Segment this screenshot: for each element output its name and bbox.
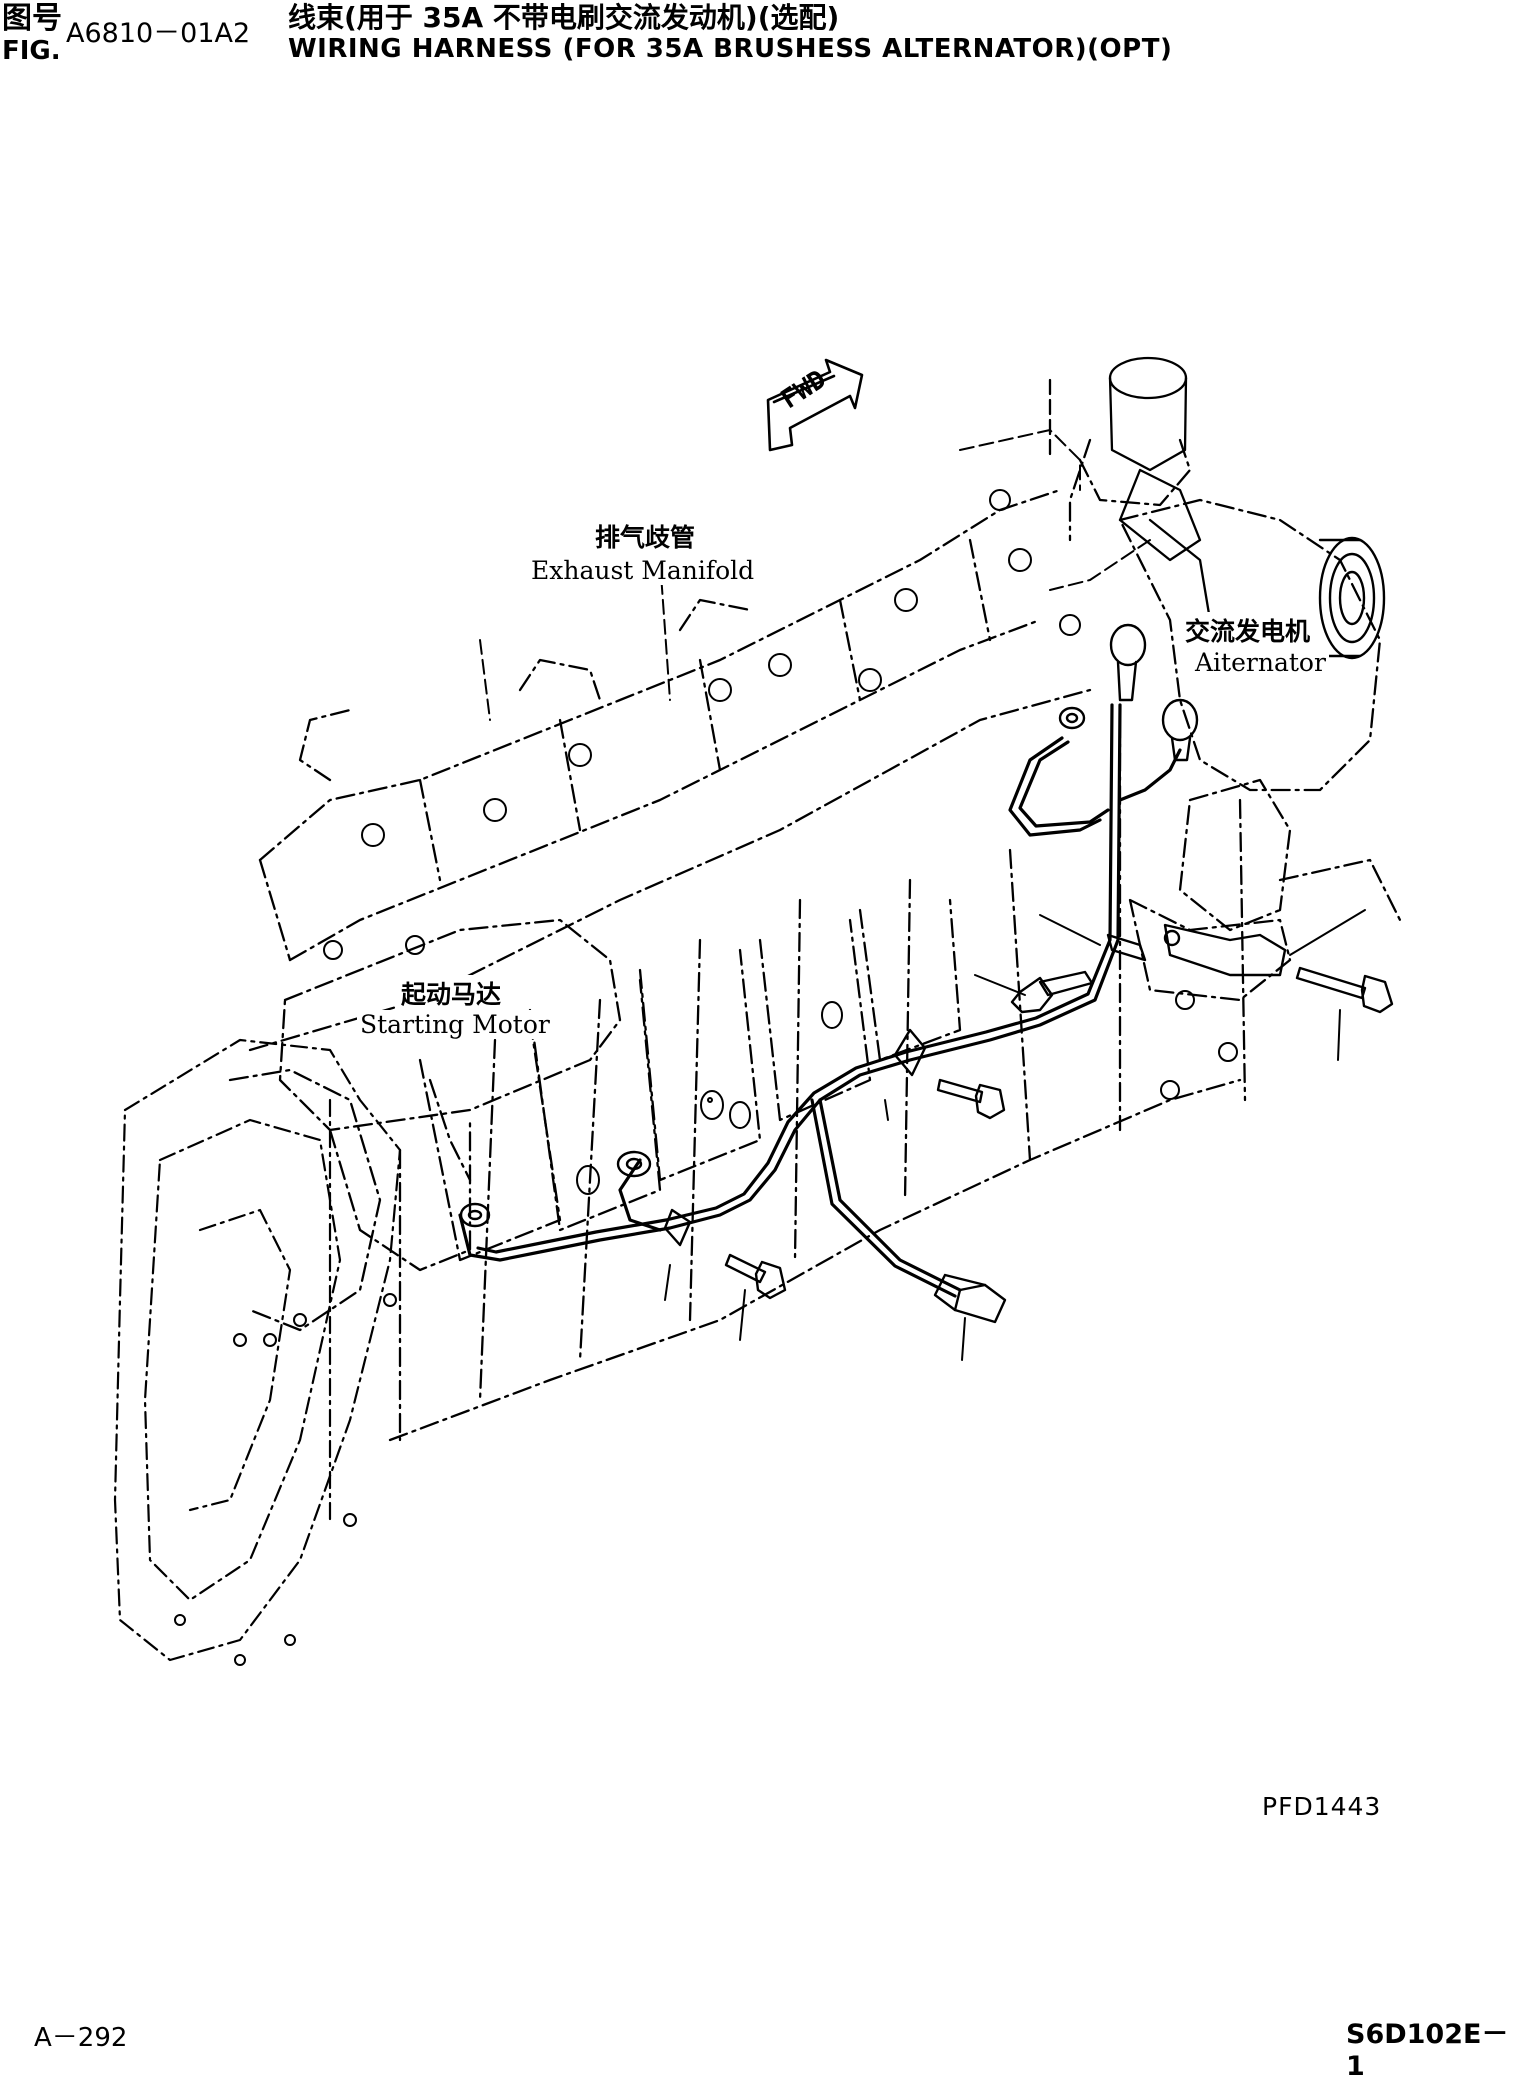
alternator-label-cn: 交流发电机 bbox=[1182, 612, 1314, 648]
exhaust-manifold-label-cn: 排气歧管 bbox=[592, 518, 699, 554]
title-english: WIRING HARNESS (FOR 35A BRUSHESS ALTERNA… bbox=[288, 34, 1173, 64]
harness-clips bbox=[663, 923, 1287, 1247]
block-core-plugs bbox=[576, 990, 1238, 1195]
figure-label-cn: 图号 bbox=[2, 1, 62, 36]
starting-motor bbox=[228, 918, 622, 1332]
alternator-bracket bbox=[1128, 778, 1402, 1002]
figure-number: A6810－01A2 bbox=[66, 18, 251, 49]
exhaust-manifold bbox=[258, 488, 1062, 962]
drawing-code: PFD1443 bbox=[1262, 1792, 1382, 1821]
terminal-boots bbox=[1109, 623, 1199, 762]
page-number: A－292 bbox=[34, 2023, 128, 2053]
flywheel-housing bbox=[113, 1038, 402, 1662]
leader-lines bbox=[664, 909, 1366, 1361]
model-code: S6D102E－1 bbox=[1346, 2019, 1509, 2082]
water-outlet bbox=[1048, 356, 1192, 542]
title-chinese: 线束(用于 35A 不带电刷交流发动机)(选配) bbox=[288, 1, 840, 34]
ring-terminals bbox=[459, 706, 1086, 1228]
wiring-harness bbox=[458, 703, 1182, 1298]
exhaust-manifold-label-en: Exhaust Manifold bbox=[528, 556, 758, 585]
starting-motor-label-cn: 起动马达 bbox=[398, 975, 505, 1011]
alternator-label-en: Aiternator bbox=[1192, 648, 1329, 677]
starting-motor-label-en: Starting Motor bbox=[357, 1010, 553, 1039]
flywheel-bolt-holes bbox=[174, 1293, 397, 1666]
bolts bbox=[724, 966, 1394, 1300]
engine-block bbox=[248, 688, 1247, 1442]
figure-label-en: FIG. bbox=[2, 36, 61, 66]
alternator-pulley bbox=[1318, 536, 1386, 660]
fwd-arrow-outline bbox=[766, 358, 864, 452]
harness-connector bbox=[933, 1273, 1007, 1324]
